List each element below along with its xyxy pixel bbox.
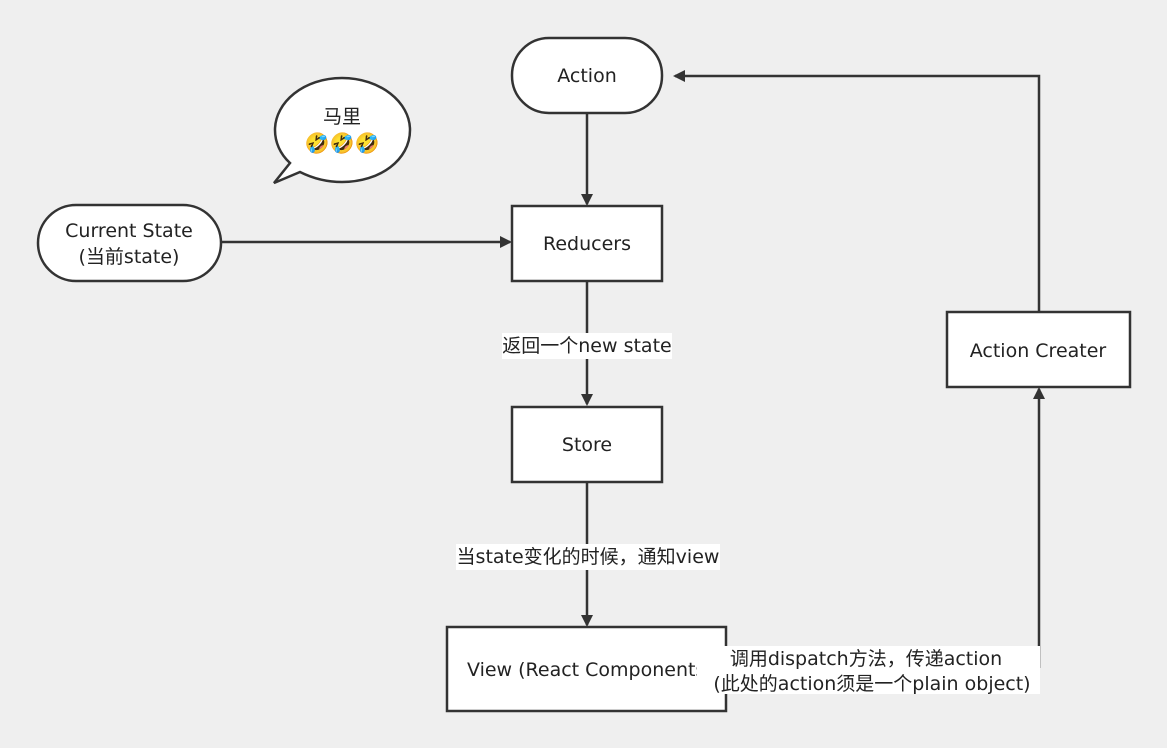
node-current-state-line2: (当前state) bbox=[79, 246, 180, 268]
edge-label-dispatch-line2: (此处的action须是一个plain object) bbox=[713, 673, 1030, 695]
node-view: View (React Components bbox=[445, 625, 728, 713]
edge-label-dispatch-line1: 调用dispatch方法，传递action bbox=[730, 648, 1002, 670]
speech-bubble: 马里 🤣🤣🤣 bbox=[273, 76, 412, 185]
edge-label-view-creater: 调用dispatch方法，传递action (此处的action须是一个plai… bbox=[706, 646, 1040, 695]
node-reducers-label: Reducers bbox=[543, 233, 631, 255]
node-store-label: Store bbox=[562, 434, 612, 456]
node-action-creater: Action Creater bbox=[945, 310, 1132, 389]
node-action-creater-label: Action Creater bbox=[970, 340, 1107, 362]
node-action-label: Action bbox=[557, 65, 617, 87]
node-current-state-line1: Current State bbox=[65, 220, 193, 242]
edge-label-reducers-store: 返回一个new state bbox=[502, 333, 672, 359]
edges bbox=[221, 70, 1045, 668]
speech-bubble-emoji: 🤣🤣🤣 bbox=[304, 131, 380, 156]
node-action: Action bbox=[510, 36, 664, 115]
edge-label-store-view: 当state变化的时候，通知view bbox=[456, 544, 720, 570]
node-current-state: Current State (当前state) bbox=[36, 203, 223, 283]
edge-label-new-state: 返回一个new state bbox=[502, 335, 671, 357]
node-view-label: View (React Components bbox=[467, 659, 705, 681]
speech-bubble-line1: 马里 bbox=[323, 106, 361, 128]
node-store: Store bbox=[510, 405, 664, 484]
edge-actioncreater-to-action bbox=[673, 70, 1041, 311]
edge-label-notify-view: 当state变化的时候，通知view bbox=[457, 546, 720, 568]
node-reducers: Reducers bbox=[510, 204, 664, 283]
